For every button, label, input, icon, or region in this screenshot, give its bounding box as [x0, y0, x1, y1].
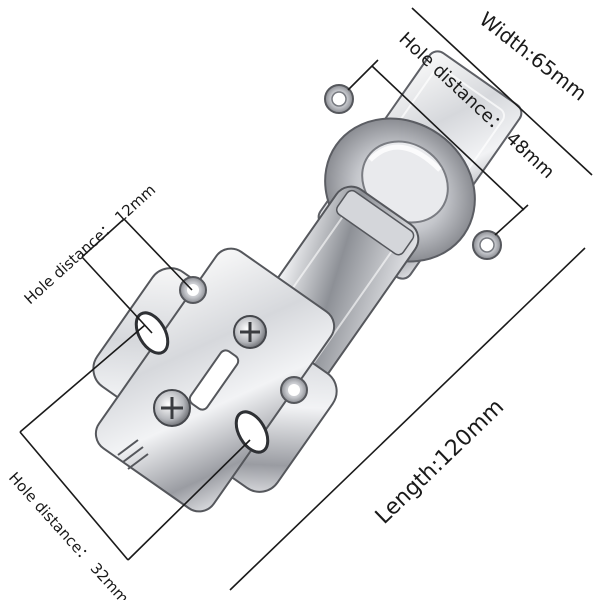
hinge-body	[92, 50, 523, 513]
length-dimension-line	[229, 247, 586, 591]
hole-distance-left-dimension	[81, 218, 193, 334]
width-dimension-line	[411, 7, 593, 176]
mounting-hole-icon	[472, 230, 502, 260]
mounting-hole-icon	[324, 84, 354, 114]
mounting-hole-icon	[280, 376, 308, 404]
length-label: Length:120mm	[371, 395, 509, 530]
hole-distance-top-dimension	[347, 59, 529, 236]
adjustment-window	[188, 349, 240, 411]
hole-distance-bottom-dimension	[19, 324, 251, 561]
hole-distance-left-label: Hole distance： 12mm	[21, 181, 160, 308]
grip-grooves	[117, 439, 149, 470]
screw-icon	[153, 389, 191, 427]
screw-icon	[233, 315, 267, 349]
slot-hole-icon	[234, 410, 270, 454]
hole-distance-bottom-label: Hole distance： 32mm	[5, 469, 132, 600]
